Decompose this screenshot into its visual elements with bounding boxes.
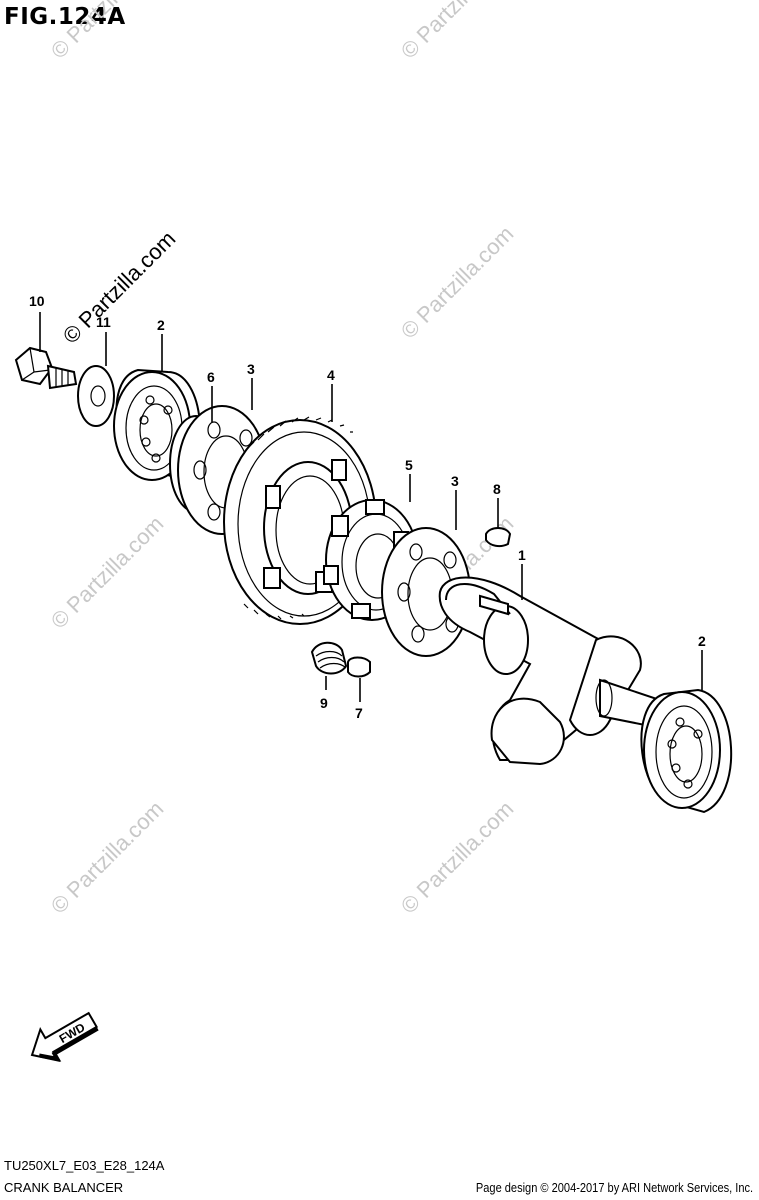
callout-2[interactable]: 2 [698, 633, 706, 649]
callout-leaders [39, 312, 703, 702]
copyright-notice: Page design © 2004-2017 by ARI Network S… [475, 1180, 753, 1195]
callout-2[interactable]: 2 [157, 317, 165, 333]
callout-5[interactable]: 5 [405, 457, 413, 473]
part-10-bolt[interactable] [14, 346, 78, 390]
part-9-spring[interactable] [310, 641, 348, 675]
watermark-text: © Partzilla.com [396, 0, 519, 64]
watermark-text: © Partzilla.com [46, 511, 169, 634]
part-2-bearing-right[interactable] [640, 688, 733, 814]
callout-9[interactable]: 9 [320, 695, 328, 711]
watermark-text: © Partzilla.com [46, 0, 169, 64]
callout-8[interactable]: 8 [493, 481, 501, 497]
fwd-arrow: FWD [30, 1011, 99, 1063]
figure-title: FIG.124A [4, 4, 126, 30]
callout-1[interactable]: 1 [518, 547, 526, 563]
callout-4[interactable]: 4 [327, 367, 335, 383]
watermark-text: © Partzilla.com [46, 796, 169, 919]
watermark-text: © Partzilla.com [396, 221, 519, 344]
part-7-pin[interactable] [347, 656, 371, 678]
callout-6[interactable]: 6 [207, 369, 215, 385]
part-11-washer[interactable] [77, 365, 115, 427]
part-8-key[interactable] [485, 527, 512, 548]
part-1-balancer-shaft[interactable] [438, 576, 670, 766]
callout-labels: 10 11 2 6 3 4 5 3 8 1 2 9 7 [29, 293, 706, 721]
callout-10[interactable]: 10 [29, 293, 45, 309]
callout-3[interactable]: 3 [451, 473, 459, 489]
callout-11[interactable]: 11 [96, 314, 111, 330]
callout-7[interactable]: 7 [355, 705, 363, 721]
model-code: TU250XL7_E03_E28_124A [4, 1158, 165, 1173]
section-name: CRANK BALANCER [4, 1180, 124, 1195]
watermark-text: © Partzilla.com [396, 796, 519, 919]
callout-3[interactable]: 3 [247, 361, 255, 377]
